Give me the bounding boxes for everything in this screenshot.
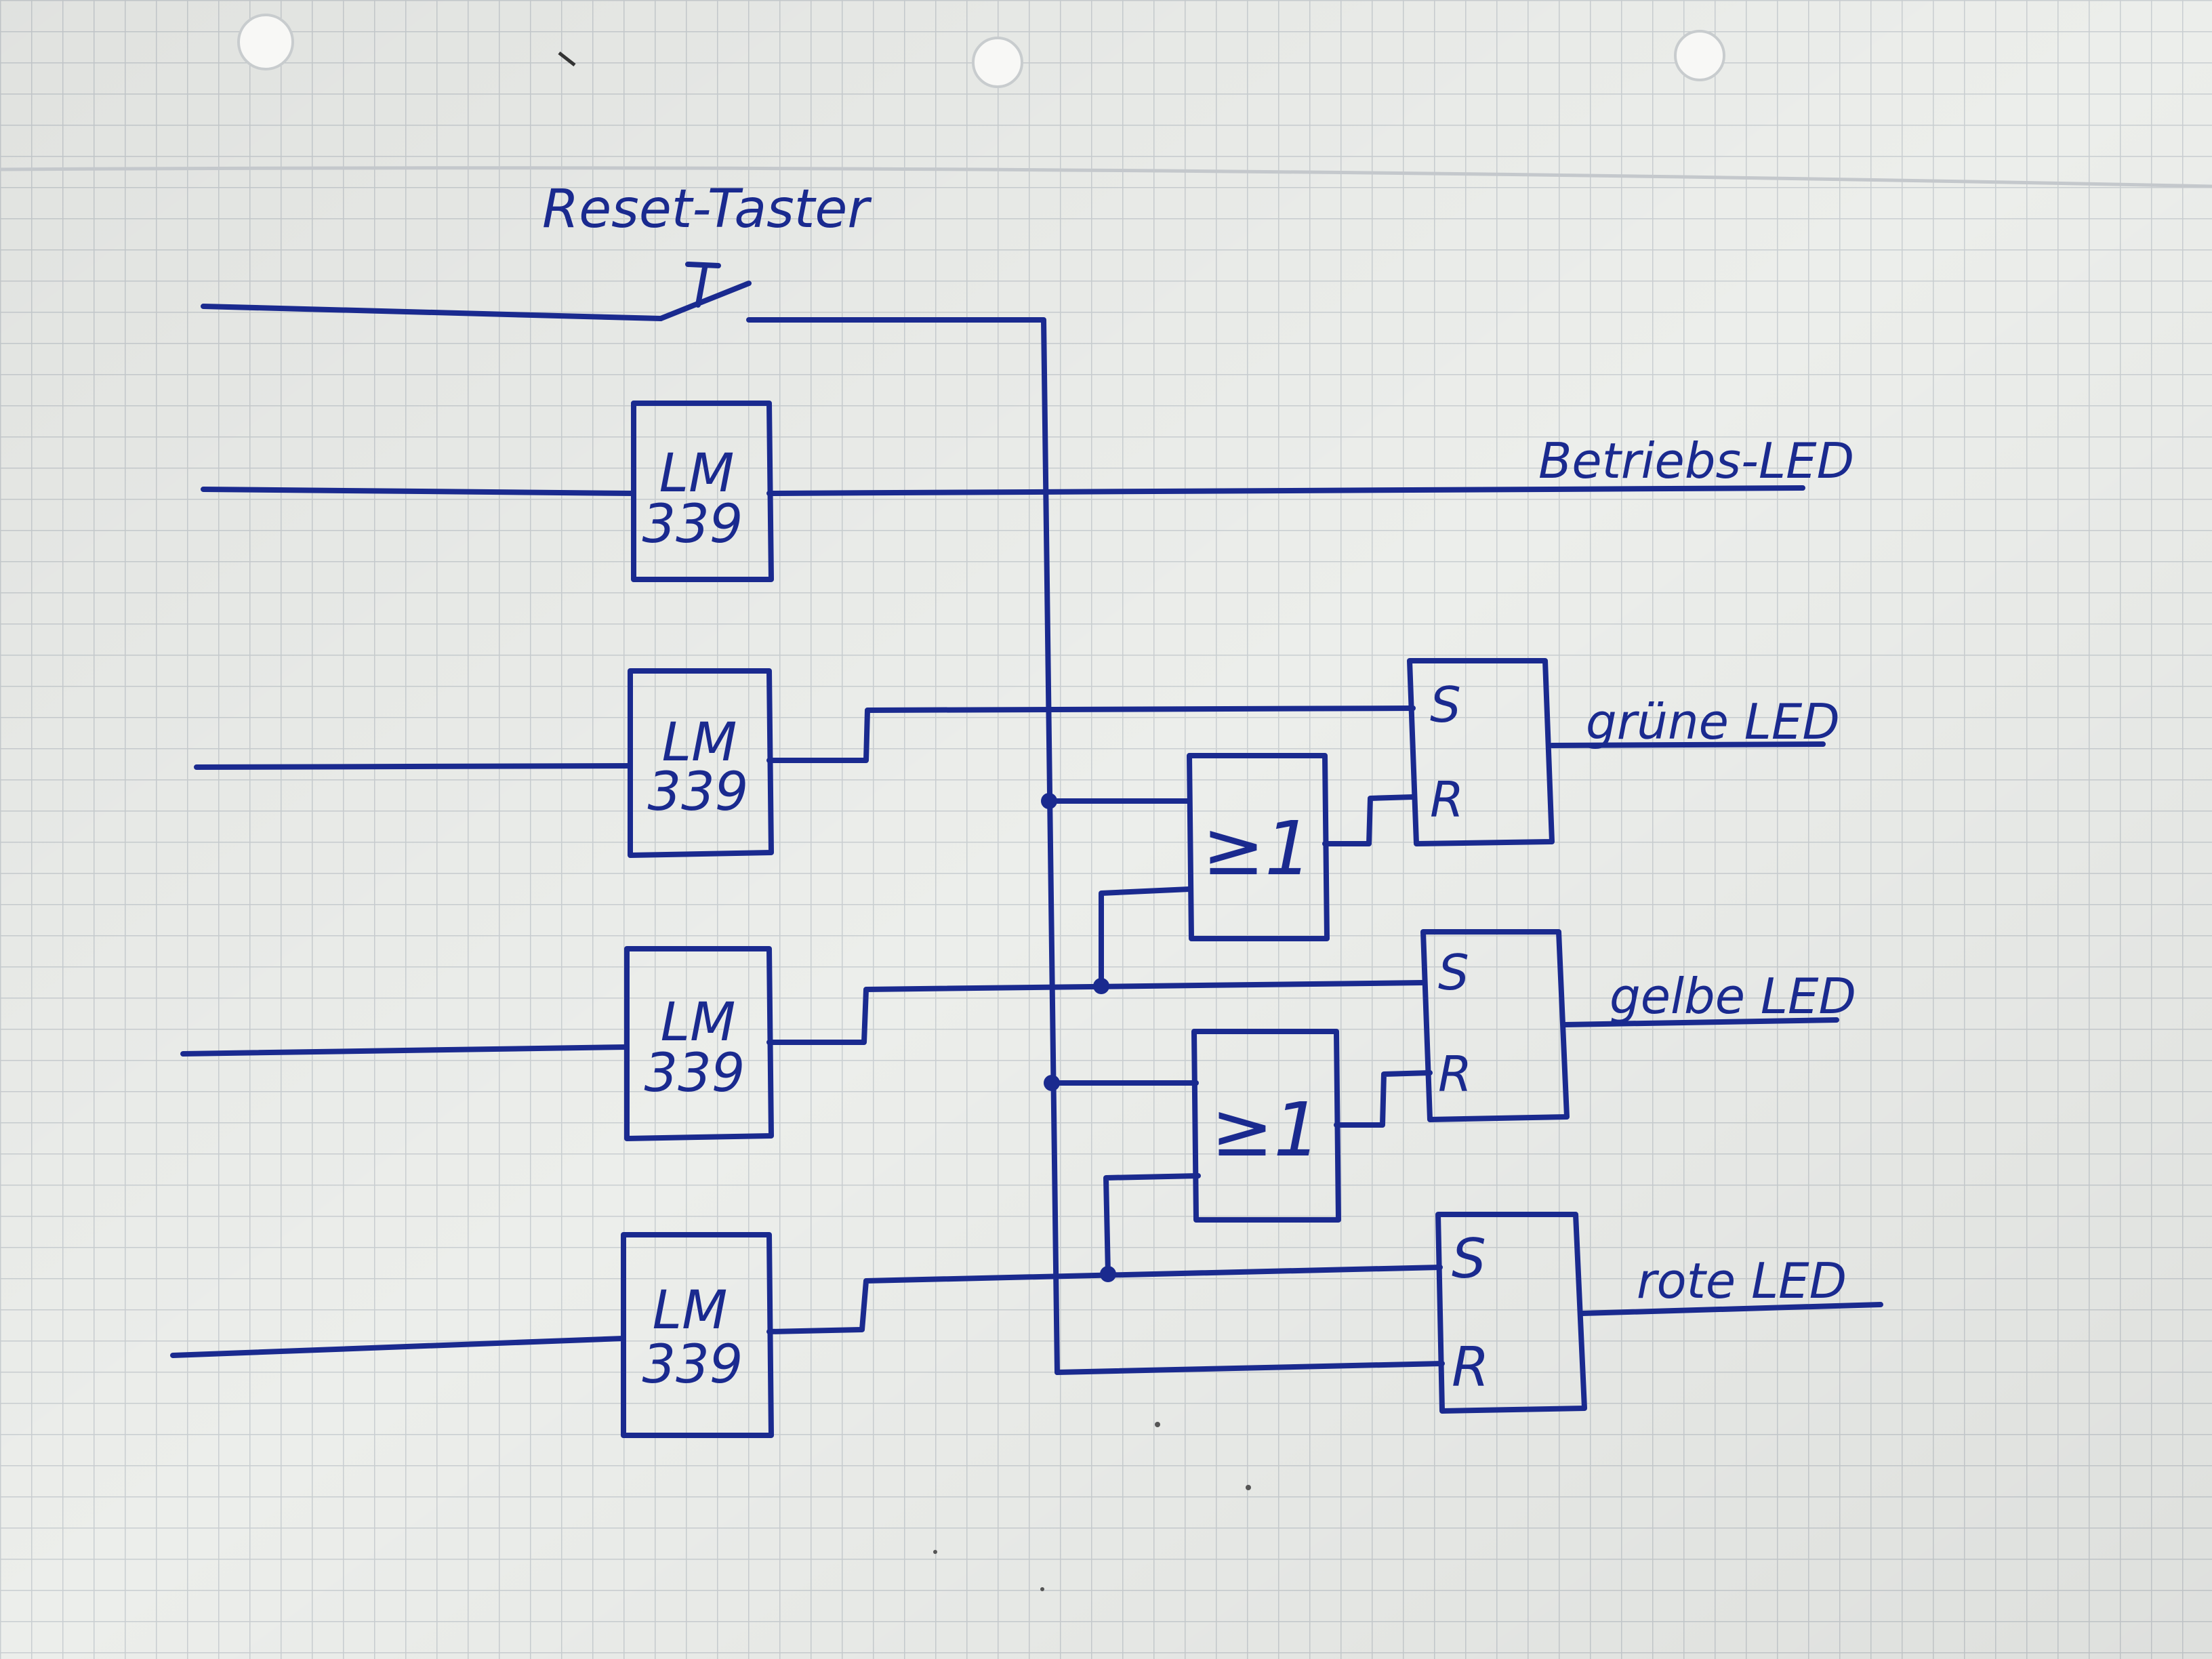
- comparator-box-4: [621, 1232, 774, 1438]
- flipflop-box-1: [1407, 658, 1555, 846]
- comparator-label-2b: 339: [648, 762, 749, 823]
- reset-switch-blade: [658, 281, 752, 321]
- page-margin-line: [0, 166, 2212, 188]
- or-gate-box-1: [1187, 753, 1330, 941]
- wire-feedback-or2: [1103, 1173, 1201, 1277]
- wire-status-led: [766, 485, 1805, 496]
- wire-ff3-out: [1580, 1302, 1883, 1316]
- comparator-box-2: [628, 668, 774, 858]
- or-gate-symbol-1: ≥1: [1202, 805, 1312, 892]
- junction-dot: [1093, 978, 1109, 994]
- wire-or1-out: [1322, 794, 1416, 846]
- wire-comp3-in: [180, 1044, 630, 1057]
- or-gate-symbol-2: ≥1: [1211, 1086, 1321, 1173]
- comparator-box-1: [631, 401, 774, 582]
- comparator-label-1b: 339: [642, 494, 743, 555]
- wire-comp2-in: [194, 763, 633, 770]
- flipflop-box-3: [1435, 1212, 1587, 1414]
- green-led-label: grüne LED: [1586, 693, 1840, 750]
- ff3-reset-label: R: [1452, 1336, 1490, 1399]
- wire-feedback-or1: [1099, 886, 1192, 989]
- yellow-led-label: gelbe LED: [1610, 968, 1856, 1025]
- wire-ff1-out: [1549, 741, 1826, 748]
- paper-specks: [558, 52, 1251, 1591]
- comparator-box-3: [624, 946, 774, 1141]
- wire-reset-input: [201, 304, 663, 321]
- wire-or2-out: [1334, 1070, 1433, 1128]
- flipflop-box-2: [1420, 929, 1570, 1122]
- comparator-label-4b: 339: [642, 1334, 743, 1395]
- ff1-reset-label: R: [1430, 771, 1464, 828]
- punch-hole: [237, 14, 294, 70]
- punch-hole: [972, 37, 1023, 88]
- ff3-set-label: S: [1452, 1227, 1486, 1290]
- reset-button-label: Reset-Taster: [542, 179, 872, 240]
- junction-dot: [1044, 1075, 1060, 1091]
- comparator-label-4a: LM: [653, 1280, 728, 1341]
- component-boxes: [621, 401, 1587, 1438]
- comparator-label-2a: LM: [662, 712, 737, 773]
- wires: [170, 262, 1883, 1375]
- wire-comp3-out: [766, 980, 1426, 1045]
- status-led-label: Betriebs-LED: [1538, 432, 1854, 489]
- wire-ff2-out: [1563, 1017, 1839, 1027]
- wire-comp4-out: [766, 1265, 1443, 1334]
- reset-switch-actuator: [685, 262, 721, 308]
- or-gate-box-2: [1191, 1029, 1341, 1223]
- wire-reset-bus: [746, 317, 1060, 1375]
- comparator-label-3a: LM: [661, 992, 736, 1053]
- comparator-label-1a: LM: [659, 443, 735, 504]
- comparator-label-3b: 339: [644, 1043, 745, 1104]
- wire-comp1-in: [201, 487, 636, 496]
- wire-comp2-out: [766, 705, 1416, 763]
- junction-dot: [1041, 793, 1057, 809]
- ff1-set-label: S: [1430, 676, 1461, 733]
- wire-bus-ff3r: [1054, 1361, 1445, 1375]
- ff2-reset-label: R: [1438, 1046, 1472, 1103]
- punch-hole: [1674, 30, 1725, 81]
- red-led-label: rote LED: [1637, 1252, 1847, 1309]
- wire-comp4-in: [170, 1336, 626, 1358]
- junction-dot: [1100, 1266, 1116, 1282]
- junctions: [1041, 793, 1116, 1282]
- ff2-set-label: S: [1438, 944, 1469, 1001]
